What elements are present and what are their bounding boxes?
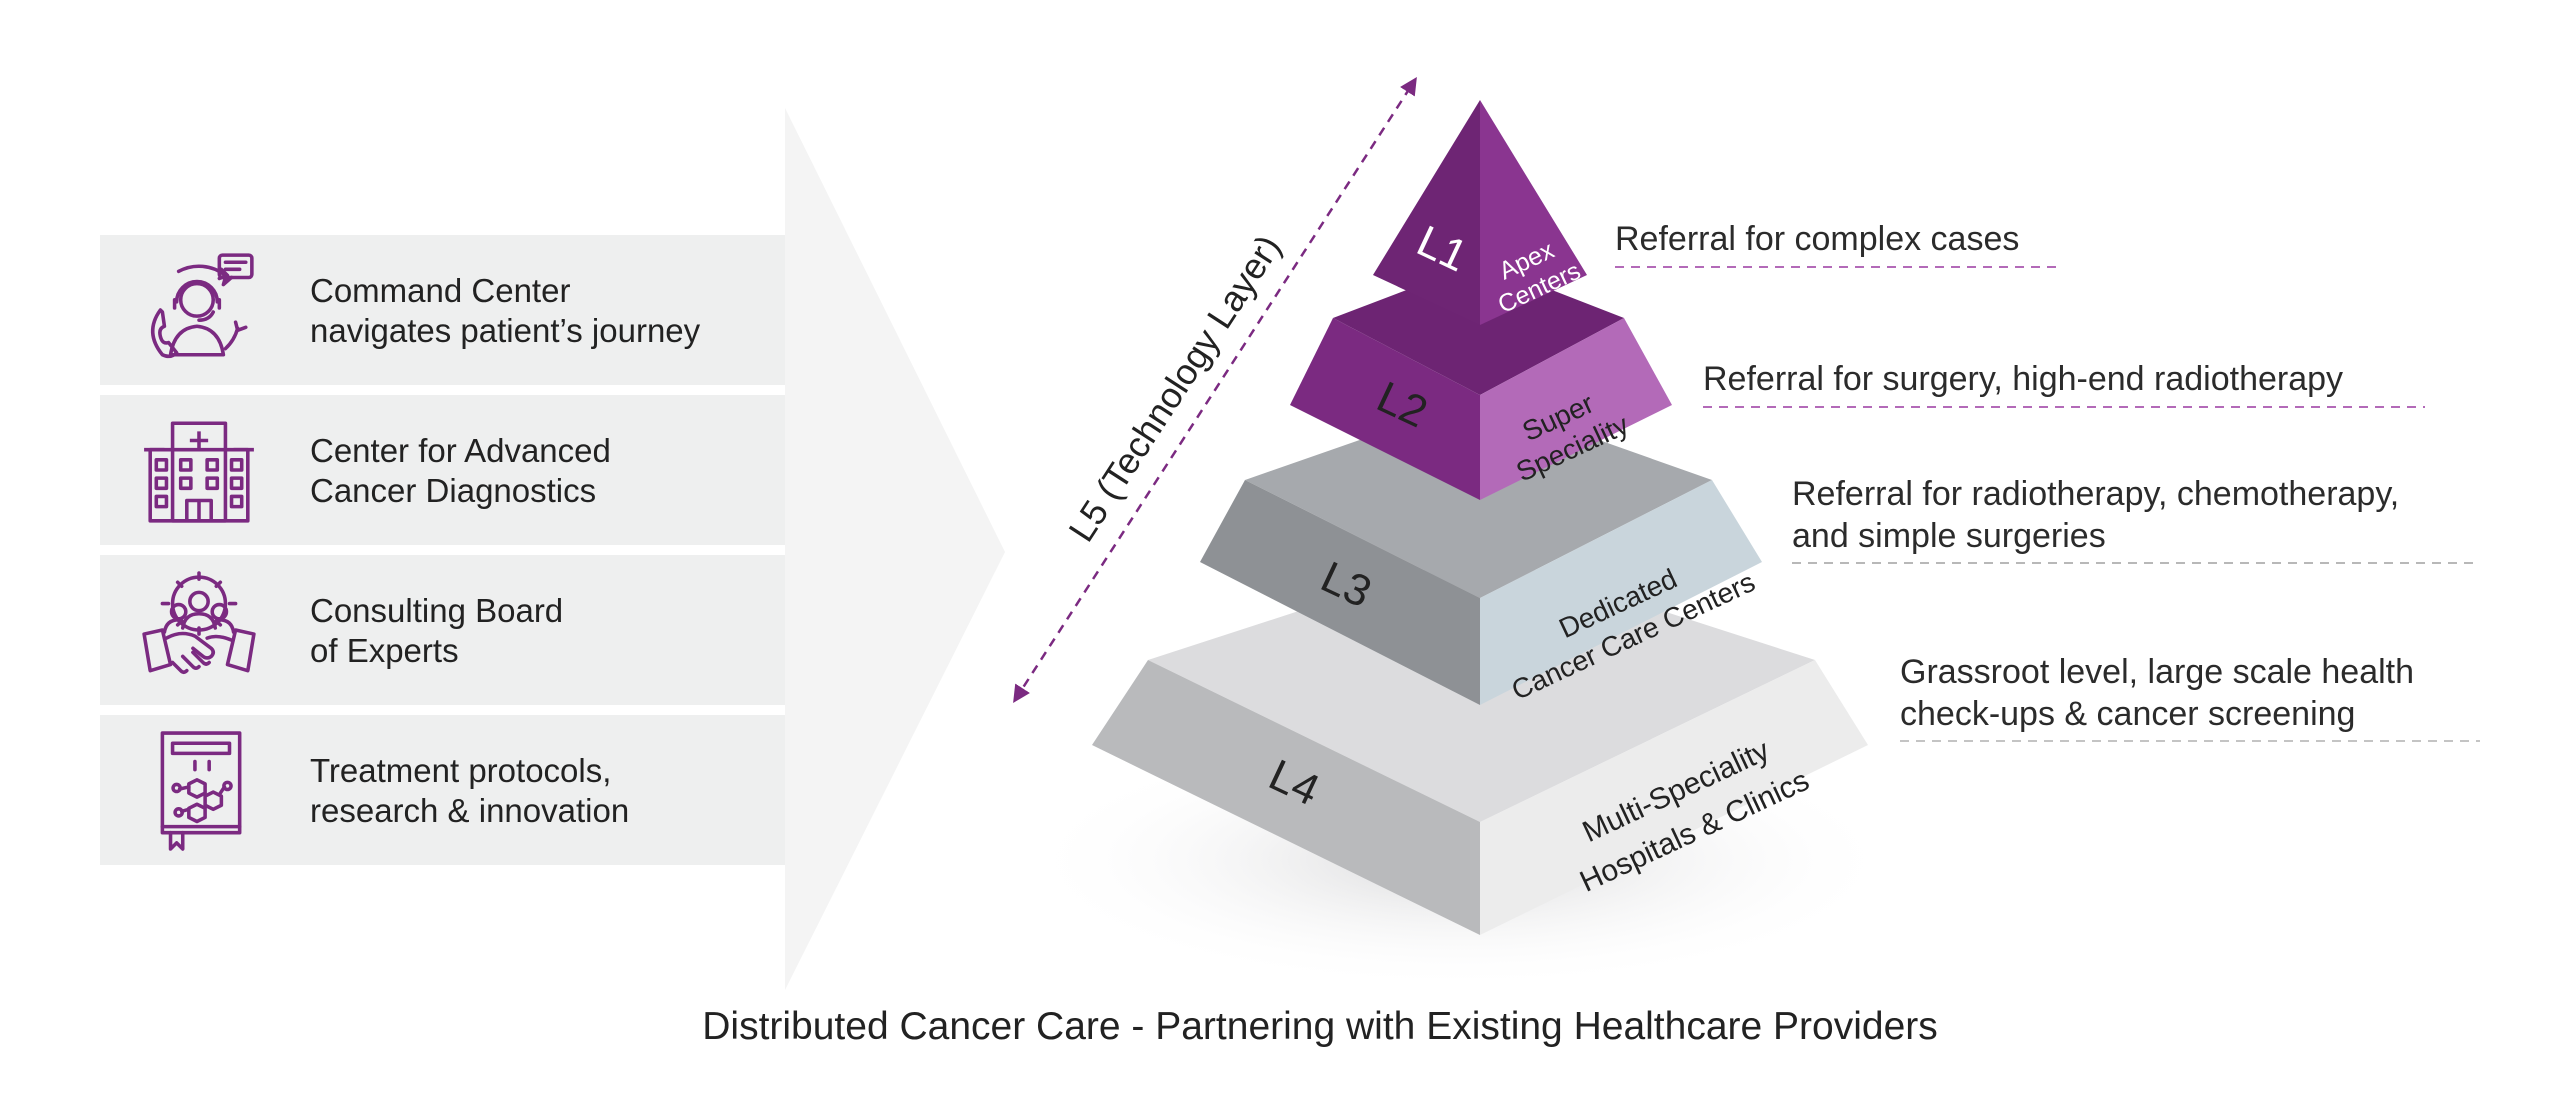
panel-treatment-protocols: Treatment protocols, research & innovati… <box>100 715 785 865</box>
referral-line: and simple surgeries <box>1792 517 2106 555</box>
technology-layer-arrow <box>1013 77 1417 703</box>
panel-consulting-board: Consulting Board of Experts <box>100 555 785 705</box>
research-book-icon <box>160 731 242 851</box>
referral-line: Referral for surgery, high-end radiother… <box>1703 360 2344 398</box>
panel-text: Center for Advanced Cancer Diagnostics <box>310 431 780 511</box>
panel-text: Command Center navigates patient’s journ… <box>310 271 780 351</box>
panel-line: research & innovation <box>310 792 630 829</box>
panel-line: Center for Advanced <box>310 432 611 469</box>
referral-l3: Referral for radiotherapy, chemotherapy,… <box>1792 473 2399 557</box>
panel-line: Cancer Diagnostics <box>310 472 597 509</box>
referral-line: Grassroot level, large scale health <box>1900 653 2415 691</box>
headset-agent-icon <box>150 253 254 359</box>
panel-line: Treatment protocols, <box>310 752 612 789</box>
referral-l2: Referral for surgery, high-end radiother… <box>1703 358 2343 400</box>
referral-l4: Grassroot level, large scale health chec… <box>1900 651 2414 735</box>
referral-l1: Referral for complex cases <box>1615 218 2019 260</box>
referral-line: check-ups & cancer screening <box>1900 695 2356 733</box>
panel-line: Consulting Board <box>310 592 564 629</box>
panel-line: navigates patient’s journey <box>310 312 701 349</box>
hospital-building-icon <box>144 421 254 523</box>
panel-text: Consulting Board of Experts <box>310 591 780 671</box>
referral-line: Referral for complex cases <box>1615 220 2020 258</box>
diagram-caption: Distributed Cancer Care - Partnering wit… <box>702 1005 1938 1048</box>
panel-line: of Experts <box>310 632 459 669</box>
panel-text: Treatment protocols, research & innovati… <box>310 751 780 831</box>
experts-handshake-icon <box>142 571 256 674</box>
panel-command-center: Command Center navigates patient’s journ… <box>100 235 785 385</box>
referral-line: Referral for radiotherapy, chemotherapy, <box>1792 475 2400 513</box>
panel-line: Command Center <box>310 272 571 309</box>
panel-diagnostics: Center for Advanced Cancer Diagnostics <box>100 395 785 545</box>
